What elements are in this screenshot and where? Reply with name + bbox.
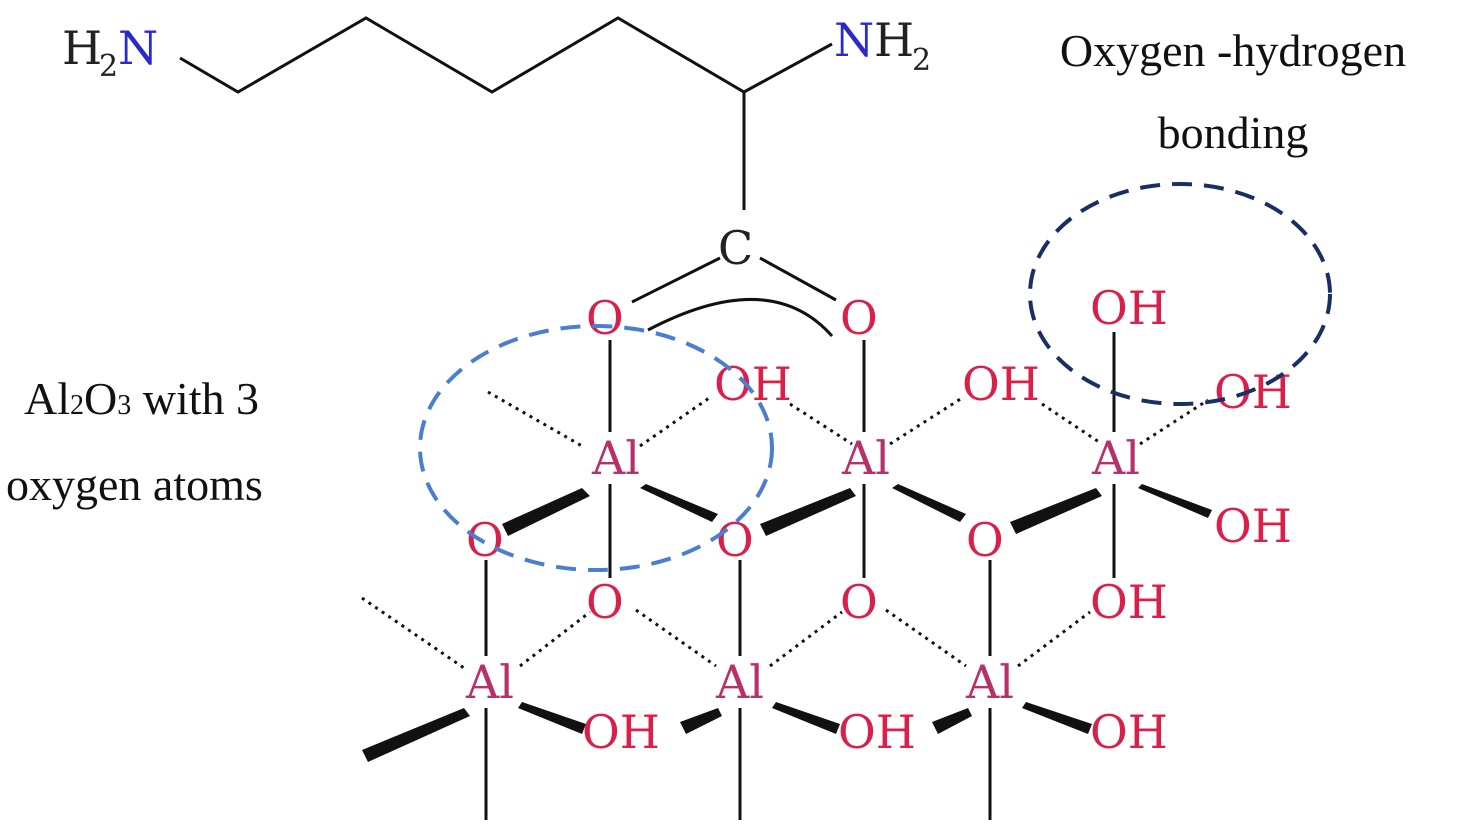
alumina-bonds [361,332,1212,820]
al2o3-caption-line1: Al2O3 with 3 [24,373,259,424]
aluminum-atom: Al [1091,431,1140,485]
amine-left-subscript: 2 [99,49,118,84]
carbon-o-right-bond [759,256,837,302]
oh-bonding-caption-line2: bonding [1158,107,1309,158]
hydroxyl-group: OH [838,705,916,759]
hydroxyl-group: OH [1090,575,1168,629]
amine-left-h: H [62,21,102,75]
amine-right-subscript: 2 [912,43,931,78]
alkyl-chain-bonds [179,16,833,94]
hydroxyl-group: OH [1214,499,1292,553]
oxygen-atom: O [586,291,624,345]
amine-left-n: N [118,21,158,75]
oh-bonding-caption-line1: Oxygen -hydrogen [1060,25,1406,76]
hydroxyl-group: OH [1090,281,1168,335]
aluminum-atom: Al [715,655,764,709]
hydroxyl-group: OH [1090,705,1168,759]
al2o3-caption-sub1: 2 [70,390,84,421]
al2o3-caption-al: Al [24,373,70,424]
oxygen-hydrogen-highlight-circle [1028,182,1332,406]
amine-right-n: N [834,13,874,67]
amine-right-h: H [874,13,914,67]
al2o3-caption-o: O [84,373,117,424]
al2o3-highlight-circle [418,324,774,572]
oxygen-atom: O [840,291,878,345]
hydroxyl-group: OH [582,705,660,759]
oxygen-atoms: O O O O O O O [466,291,1004,629]
al2o3-caption-rest: with 3 [131,373,259,424]
al2o3-caption-sub2: 3 [117,390,131,421]
oxygen-atom: O [586,575,624,629]
aluminum-atoms: Al Al Al Al Al Al [465,431,1140,709]
hydroxyl-groups: OH OH OH OH OH OH OH OH OH [582,281,1292,759]
carboxylate-arc [647,297,834,337]
aluminum-atom: Al [965,655,1014,709]
al2o3-caption-line2: oxygen atoms [6,459,263,510]
hydroxyl-group: OH [962,357,1040,411]
amine-chain: H 2 N N H 2 C [62,13,931,337]
aluminum-atom: Al [841,431,890,485]
carboxyl-carbon: C [718,221,753,275]
oxygen-atom: O [840,575,878,629]
aluminum-atom: Al [591,431,640,485]
oxygen-atom: O [466,513,504,567]
oxygen-atom: O [966,513,1004,567]
carbon-o-left-bond [631,256,721,304]
oxygen-atom: O [716,513,754,567]
aluminum-atom: Al [465,655,514,709]
